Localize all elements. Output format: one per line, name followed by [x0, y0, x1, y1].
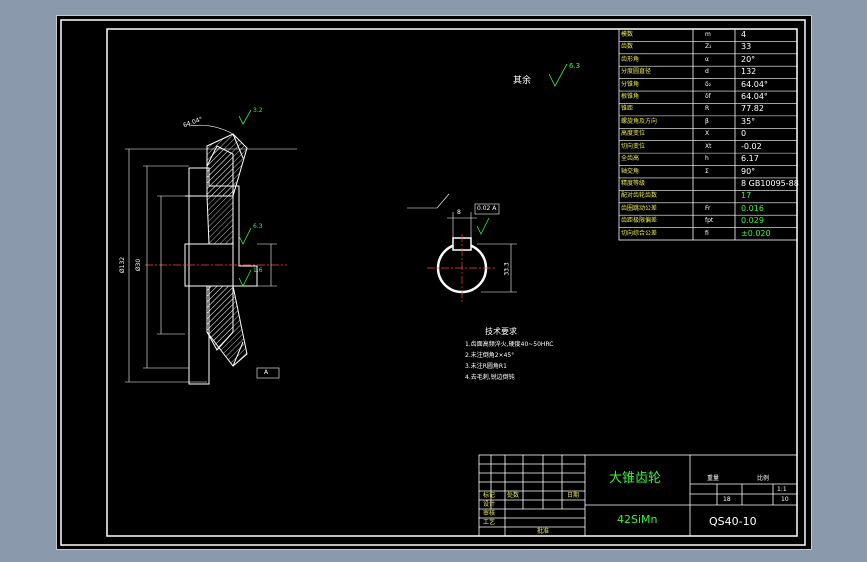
- designer-label: 设计: [483, 501, 496, 508]
- mark-label: 标记: [483, 492, 496, 499]
- material: 42SiMn: [617, 513, 658, 526]
- param-value: -0.02: [741, 141, 762, 151]
- sheet-number: 18: [723, 496, 731, 503]
- drawing-canvas: [60, 19, 806, 546]
- param-symbol: d: [705, 68, 709, 76]
- sheet-total: 10: [781, 496, 789, 503]
- param-name: 精度等级: [621, 179, 646, 187]
- param-name: 齿距极限偏差: [621, 217, 658, 225]
- checker-label: 审核: [483, 510, 496, 517]
- param-symbol: R: [705, 105, 710, 113]
- param-symbol: Xt: [705, 142, 712, 150]
- approve-label: 批准: [537, 528, 550, 535]
- tech-item: 2.未注倒角2×45°: [465, 352, 515, 359]
- param-value: 8 GB10095-88: [741, 178, 799, 188]
- param-symbol: fi: [705, 229, 709, 237]
- count-label: 处数: [507, 492, 520, 499]
- param-name: 齿圈跳动公差: [621, 204, 658, 212]
- param-symbol: α: [705, 55, 709, 63]
- param-value: 20°: [741, 54, 756, 64]
- param-value: 0: [741, 129, 747, 139]
- param-value: 35°: [741, 116, 756, 126]
- rough-value: 6.3: [569, 62, 581, 70]
- tolerance-frame: 0.02 A: [477, 205, 497, 212]
- param-name: 根锥角: [621, 93, 640, 101]
- param-value: 0.029: [741, 216, 764, 226]
- param-table-grid: [618, 28, 798, 241]
- rough-3: 1.6: [253, 267, 263, 274]
- rough-note: 其余: [513, 76, 532, 86]
- param-value: 132: [741, 67, 757, 77]
- param-symbol: fpt: [705, 217, 714, 225]
- param-value: 77.82: [741, 104, 764, 114]
- param-value: 4: [741, 30, 747, 39]
- param-symbol: δ₂: [705, 80, 712, 88]
- param-symbol: Fr: [705, 204, 711, 212]
- param-symbol: h: [705, 155, 709, 163]
- title-block-grid: [478, 454, 798, 537]
- param-value: 0.016: [741, 203, 764, 213]
- dim-key-width: 8: [457, 209, 461, 216]
- dim-bore-dia: Ø30: [135, 258, 143, 272]
- param-symbol: X: [705, 130, 710, 138]
- param-name: 轴交角: [621, 167, 640, 175]
- tech-title: 技术要求: [485, 327, 517, 336]
- tech-item: 4.去毛刺,锐边倒钝: [465, 374, 515, 381]
- param-value: 6.17: [741, 154, 759, 164]
- param-name: 模数: [621, 31, 634, 38]
- param-name: 高度变位: [621, 130, 646, 138]
- drawing-number: QS40-10: [709, 515, 757, 528]
- param-symbol: β: [705, 117, 709, 125]
- param-symbol: Σ: [705, 167, 709, 175]
- param-value: 33: [741, 42, 752, 52]
- inner-frame: [106, 28, 798, 537]
- scale-label: 比例: [757, 475, 770, 482]
- param-name: 螺旋角及方向: [621, 117, 658, 125]
- cad-drawing-viewport[interactable]: 模数 m 4 齿数 Z₂ 33 齿形角 α 20° 分度圆直径 d 132 分锥角 δ₂ 64.04° 根锥角…: [56, 15, 812, 550]
- param-symbol: Z₂: [705, 43, 712, 51]
- tech-item: 3.未注R圆角R1: [465, 363, 507, 370]
- param-name: 配对齿轮齿数: [621, 192, 658, 200]
- param-value: ±0.020: [741, 228, 771, 238]
- hub-end-view: [407, 193, 517, 302]
- scale-value: 1:1: [777, 486, 787, 493]
- process-label: 工艺: [483, 519, 496, 526]
- param-value: 64.04°: [741, 92, 768, 102]
- dim-key-height: 33.3: [503, 262, 511, 276]
- datum-label: A: [264, 369, 269, 376]
- param-value: 17: [741, 191, 752, 201]
- date-label: 日期: [567, 492, 580, 499]
- param-value: 90°: [741, 166, 756, 176]
- param-name: 全齿高: [621, 155, 640, 163]
- outer-frame: [60, 19, 806, 546]
- param-name: 切向综合公差: [621, 229, 658, 237]
- param-value: 64.04°: [741, 79, 768, 89]
- dim-outer-dia: Ø132: [119, 256, 127, 274]
- param-name: 齿数: [621, 43, 634, 51]
- gear-section-view: [125, 63, 568, 385]
- param-name: 齿形角: [621, 55, 640, 63]
- rough-2: 6.3: [253, 223, 263, 230]
- param-name: 锥距: [621, 105, 634, 113]
- param-symbol: δf: [705, 93, 711, 101]
- param-name: 切向变位: [621, 142, 646, 150]
- weight-label: 重量: [707, 475, 720, 482]
- part-name: 大锥齿轮: [609, 471, 662, 486]
- tech-item: 1.齿面高频淬火,硬度40~50HRC: [465, 341, 554, 348]
- rough-1: 3.2: [253, 107, 263, 114]
- tech-requirements: 技术要求 1.齿面高频淬火,硬度40~50HRC 2.未注倒角2×45° 3.未注R…: [465, 328, 554, 381]
- param-symbol: m: [705, 31, 711, 38]
- param-name: 分度圆直径: [621, 68, 652, 76]
- param-name: 分锥角: [621, 80, 640, 88]
